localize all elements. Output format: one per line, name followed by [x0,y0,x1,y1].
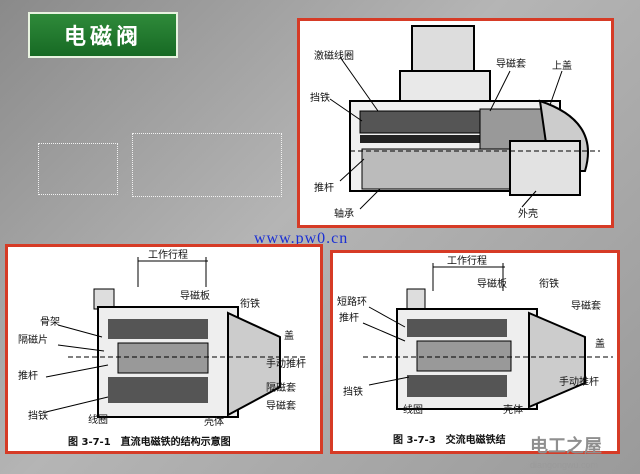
solenoid-top-drawing: 激磁线圈 挡铁 推杆 轴承 导磁套 上盖 外壳 [310,25,600,220]
placeholder-box-large [132,133,282,197]
label-dc-armature: 衔铁 [240,297,260,310]
label-dc-push-rod: 推杆 [18,369,38,382]
label-ac-housing: 壳体 [503,403,523,416]
dc-diagram-panel: 工作行程 导磁板 衔铁 骨架 隔磁片 盖 手动推杆 推杆 隔磁套 导磁套 挡铁 … [5,244,323,454]
label-dc-coil: 线圈 [88,413,108,426]
ac-solenoid-drawing: 工作行程 导磁板 衔铁 短路环 推杆 导磁套 盖 手动推杆 挡铁 线圈 壳体 图… [337,254,613,446]
watermark-sub: diangongwu.com [530,460,599,470]
label-dc-isolation-sleeve: 隔磁套 [266,381,296,394]
label-dc-cover: 盖 [284,329,294,342]
ac-diagram-panel: 工作行程 导磁板 衔铁 短路环 推杆 导磁套 盖 手动推杆 挡铁 线圈 壳体 图… [330,250,620,454]
slide-title: 电磁阀 [28,12,178,58]
label-ac-cover: 盖 [595,337,605,350]
label-coil: 激磁线圈 [314,49,354,62]
label-ac-magnetic-sleeve: 导磁套 [571,299,601,312]
slide-title-text: 电磁阀 [63,24,142,50]
label-ac-stroke: 工作行程 [447,254,487,267]
label-bearing: 轴承 [334,207,354,220]
site-url[interactable]: www.pw0.cn [254,230,349,247]
label-ac-magnetic-plate: 导磁板 [477,277,507,290]
label-shell: 外壳 [518,207,538,220]
label-magnetic-sleeve: 导磁套 [496,57,526,70]
label-dc-stroke: 工作行程 [148,248,188,261]
label-top-cover: 上盖 [552,59,572,72]
dc-caption: 图 3-7-1 直流电磁铁的结构示意图 [68,435,231,448]
label-dc-stop-iron: 挡铁 [28,409,48,422]
placeholder-box-small [38,143,118,195]
label-ac-manual-push-rod: 手动推杆 [559,375,599,388]
label-dc-housing: 壳体 [204,415,224,428]
label-dc-manual-push-rod: 手动推杆 [266,357,306,370]
label-ac-armature: 衔铁 [539,277,559,290]
label-ac-coil: 线圈 [403,403,423,416]
top-diagram-panel: 激磁线圈 挡铁 推杆 轴承 导磁套 上盖 外壳 [297,18,614,228]
label-push-rod: 推杆 [314,181,334,194]
watermark-main: 电工之屋 [530,436,602,457]
label-ac-short-ring: 短路环 [337,295,367,308]
ac-caption: 图 3-7-3 交流电磁铁结 [393,433,506,446]
label-stop-iron: 挡铁 [310,91,330,104]
label-dc-magnetic-plate: 导磁板 [180,289,210,302]
label-dc-isolation-piece: 隔磁片 [18,333,48,346]
dc-solenoid-drawing: 工作行程 导磁板 衔铁 骨架 隔磁片 盖 手动推杆 推杆 隔磁套 导磁套 挡铁 … [18,248,308,448]
watermark: 电工之屋 diangongwu.com [512,428,640,474]
label-dc-frame: 骨架 [40,316,60,328]
label-dc-magnetic-sleeve: 导磁套 [266,399,296,412]
label-ac-stop-iron: 挡铁 [343,385,363,398]
label-ac-push-rod: 推杆 [339,311,359,324]
